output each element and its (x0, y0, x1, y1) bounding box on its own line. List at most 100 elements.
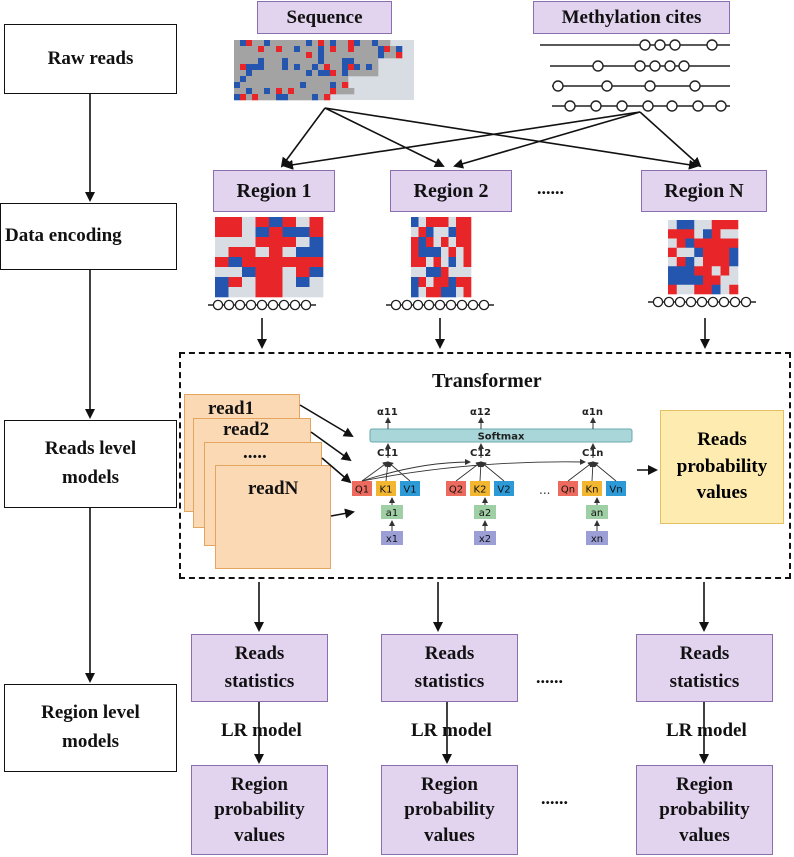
region-heatmap-cell (685, 220, 695, 230)
region-heatmap-cell (242, 267, 256, 278)
region-heatmap-cell (676, 284, 686, 295)
region-heatmap-cell (668, 284, 678, 295)
sequence-cell (306, 88, 313, 95)
sequence-cell (324, 76, 331, 83)
region-heatmap-cell (418, 287, 427, 298)
a-node-label: a1 (386, 508, 399, 519)
sequence-cell (294, 88, 301, 95)
reads-probability-line3: values (696, 482, 748, 504)
region-probability-box-n: Region probability values (636, 765, 773, 855)
sequence-cell (306, 76, 313, 83)
sequence-cell (270, 82, 277, 89)
sequence-cell (360, 64, 367, 71)
input-to-region-arrows (280, 107, 702, 170)
region-heatmap-cell (703, 229, 713, 239)
sequence-cell (348, 88, 355, 95)
qkv-box (494, 481, 514, 496)
sequence-cell (342, 64, 349, 71)
sequence-box: Sequence (257, 1, 392, 34)
sequence-cell (264, 82, 271, 89)
sequence-cell (294, 70, 301, 77)
sequence-cell (330, 52, 337, 59)
reads-statistics-box-1: Reads statistics (191, 634, 328, 702)
region-heatmap-cell (694, 238, 704, 249)
methylation-site-circle (664, 60, 676, 72)
region-heatmap-cell (309, 287, 324, 298)
sequence-cell (300, 76, 307, 83)
sequence-cell (342, 82, 349, 89)
region-heatmap-cell (729, 238, 739, 249)
methylation-site-circle (654, 39, 666, 51)
sequence-cell (330, 64, 337, 71)
reads-statistics-2-line2: statistics (414, 671, 485, 692)
qkv-dots: ... (539, 483, 550, 497)
region-heatmap-cell (456, 257, 464, 268)
region-heatmap-cell (448, 267, 457, 278)
reads-statistics-box-n: Reads statistics (636, 634, 773, 702)
sequence-cell (312, 58, 319, 65)
region-methylation-circle (478, 299, 490, 311)
region-heatmap-cell (711, 257, 721, 267)
region-heatmap-cell (720, 257, 730, 267)
region-heatmap-cell (703, 238, 713, 249)
region-heatmap-cell (711, 247, 721, 258)
region-heatmap-cell (676, 257, 686, 267)
sequence-cell (276, 94, 283, 101)
sequence-cell (348, 52, 355, 59)
region-methylation-circle (740, 296, 752, 308)
reads-statistics-1-line2: statistics (224, 671, 295, 692)
sequence-cell (372, 58, 379, 65)
sequence-cell (318, 40, 325, 47)
sequence-cell (258, 46, 265, 53)
x-node (381, 531, 403, 545)
sequence-cell (258, 52, 265, 59)
sequence-cell (288, 64, 295, 71)
sequence-cell (318, 70, 325, 77)
region-heatmap-cell (309, 257, 324, 268)
sequence-cell (300, 64, 307, 71)
region-heatmap-cell (448, 247, 457, 258)
region-methylation-circle (663, 296, 675, 308)
sequence-cell (342, 88, 349, 95)
sequence-cell (336, 88, 343, 95)
methylation-site-circle (564, 100, 576, 112)
region-methylation-circle (445, 299, 457, 311)
region-heatmap-cell (269, 237, 283, 248)
region-heatmap-cell (441, 257, 449, 268)
region-heatmap-cell (228, 287, 243, 298)
region-heatmap-cell (269, 267, 283, 278)
region-heatmap-cell (418, 227, 427, 238)
sequence-cell (300, 40, 307, 47)
sequence-cell (234, 58, 241, 65)
region-heatmap-cell (441, 237, 449, 248)
qkv-box (582, 481, 602, 496)
sequence-cell (234, 70, 241, 77)
region-heatmap-cell (676, 238, 686, 249)
sequence-cell (246, 76, 253, 83)
region-heatmap-cell (668, 257, 678, 267)
sequence-cell (234, 82, 241, 89)
region-heatmap-cell (694, 257, 704, 267)
sequence-cell (348, 70, 355, 77)
sequence-cell (306, 52, 313, 59)
region-heatmap-cell (456, 277, 464, 288)
sequence-cell (234, 52, 241, 59)
sequence-cell (294, 52, 301, 59)
sequence-cell (360, 70, 367, 77)
a-node (586, 505, 608, 519)
region-heatmap-cell (242, 227, 256, 238)
region-heatmap-cell (228, 217, 243, 228)
sequence-cell (282, 76, 289, 83)
reads-statistics-2-line1: Reads (424, 642, 475, 664)
methylation-site-circle (590, 100, 602, 112)
sequence-cell (282, 52, 289, 59)
qkv-to-context-arrow (387, 461, 411, 482)
sequence-cell (240, 70, 247, 77)
read2-label: read2 (223, 419, 270, 440)
sequence-cell (360, 58, 367, 65)
sequence-cell (240, 94, 247, 101)
sequence-cell (324, 88, 331, 95)
alpha-label: α1n (582, 407, 603, 418)
sequence-cell (354, 40, 361, 47)
sequence-cell (318, 76, 325, 83)
